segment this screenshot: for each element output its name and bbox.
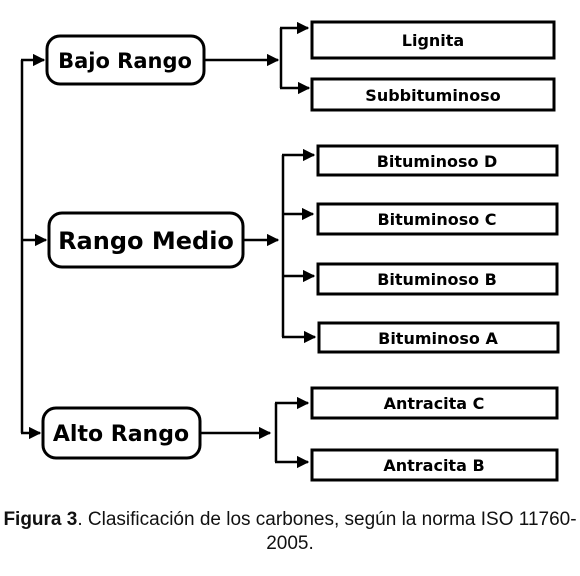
leaf-label-subbituminoso: Subbituminoso: [365, 86, 500, 105]
leaf-box-antracita-c: [310, 386, 559, 420]
branch-alto-rango: Antracita C Antracita B: [200, 386, 559, 482]
rank-label-alto-rango: Alto Rango: [53, 422, 189, 447]
rank-label-bajo-rango: Bajo Rango: [58, 49, 192, 73]
branch-bajo-rango: Lignita Subbituminoso: [204, 20, 556, 112]
figure-label: Figura 3: [3, 509, 78, 530]
leaf-label-lignita: Lignita: [402, 31, 464, 50]
branch-rango-medio: Bituminoso D Bituminoso C Bituminoso B B…: [243, 144, 560, 354]
leaf-box-antracita-b: [310, 448, 559, 482]
leaf-box-bituminoso-a: [317, 321, 560, 354]
leaf-label-bituminoso-b: Bituminoso B: [377, 270, 497, 289]
figure-caption-text: . Clasificación de los carbones, según l…: [77, 509, 577, 554]
leaf-box-lignita: [310, 20, 556, 60]
rank-bajo-rango: Bajo Rango: [45, 34, 206, 86]
leaf-box-subbituminoso: [310, 77, 556, 112]
leaf-label-antracita-b: Antracita B: [383, 456, 484, 475]
rank-label-rango-medio: Rango Medio: [58, 227, 234, 255]
leaf-label-bituminoso-a: Bituminoso A: [378, 329, 498, 348]
leaf-box-bituminoso-b: [316, 262, 559, 296]
coal-classification-diagram: Bajo Rango Rango Medio Alto Rango Lignit…: [20, 20, 560, 482]
figure-caption: Figura 3. Clasificación de los carbones,…: [0, 508, 580, 556]
leaf-box-bituminoso-c: [316, 202, 559, 236]
rank-rango-medio: Rango Medio: [47, 211, 245, 269]
trunk-connectors: [20, 53, 48, 440]
leaf-label-antracita-c: Antracita C: [384, 394, 485, 413]
leaf-label-bituminoso-d: Bituminoso D: [377, 152, 498, 171]
leaf-label-bituminoso-c: Bituminoso C: [377, 210, 496, 229]
rank-alto-rango: Alto Rango: [41, 406, 202, 460]
leaf-box-bituminoso-d: [316, 144, 559, 177]
